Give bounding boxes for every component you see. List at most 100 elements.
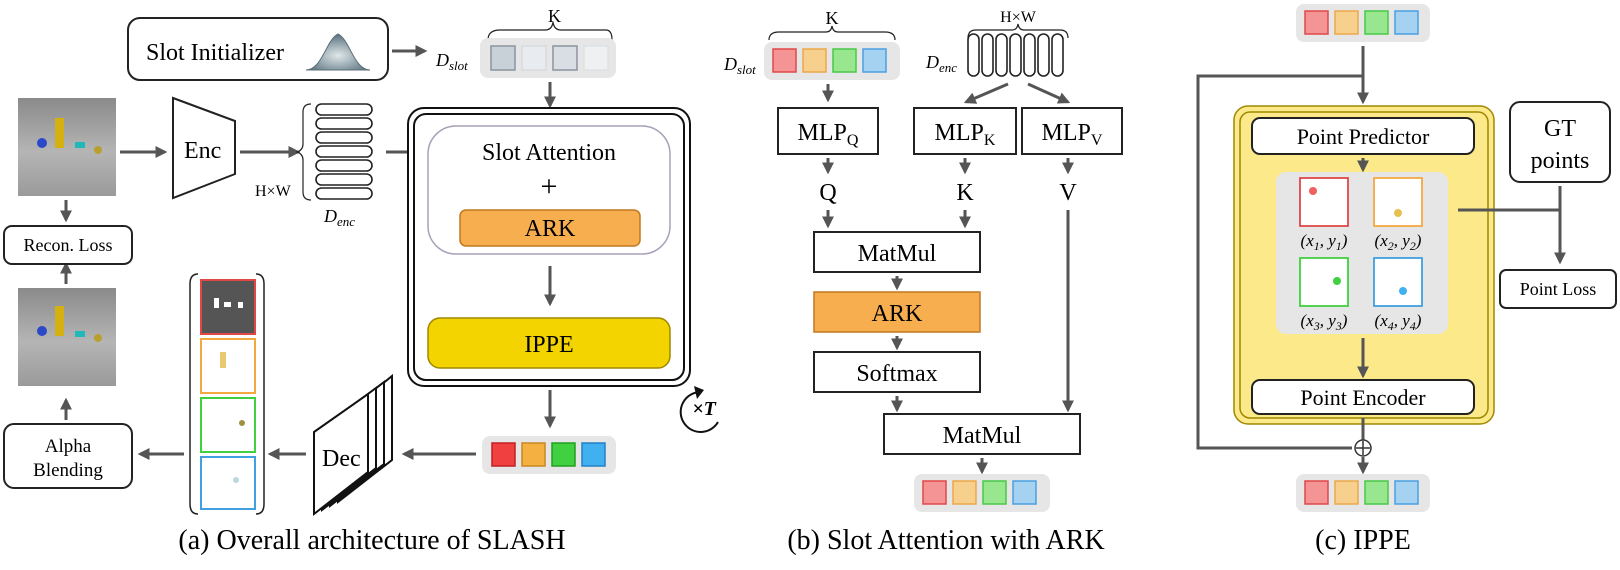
input-slot [772, 48, 797, 73]
v-label: V [1059, 180, 1077, 206]
feature-stack [315, 103, 373, 200]
softmax-label: Softmax [856, 361, 937, 387]
feature-brace [295, 103, 312, 201]
input-slot [1304, 10, 1329, 35]
output-slot [922, 480, 947, 505]
softmax-box [813, 351, 981, 393]
ippe-box-a [427, 317, 671, 369]
matmul-1-box [813, 231, 981, 273]
point-marker [1333, 277, 1341, 285]
decoder-stack [313, 373, 393, 517]
caption-b: (b) Slot Attention with ARK [787, 525, 1104, 556]
alpha-blending-box [3, 423, 133, 489]
input-slot [862, 48, 887, 73]
hw-brace-b [967, 23, 1069, 39]
output-slot [581, 442, 606, 467]
residual-path [1196, 46, 1365, 450]
mask-image [200, 397, 256, 453]
feature-stack-b [967, 33, 1064, 77]
mask-bracket-left [189, 273, 199, 515]
point-predictor-box [1251, 117, 1475, 155]
caption-c: (c) IPPE [1315, 525, 1411, 556]
loop-arrow-icon [679, 391, 719, 433]
point-loss-label: Point Loss [1520, 279, 1597, 299]
mask-highlight [224, 302, 231, 307]
output-slot [1012, 480, 1037, 505]
d-enc-label-b: Denc [925, 52, 957, 75]
q-label: Q [819, 180, 836, 206]
mask-image [200, 456, 256, 510]
output-slot [521, 442, 546, 467]
reconstructed-image [18, 288, 116, 386]
point-cell [1373, 257, 1423, 307]
mask-highlight [233, 477, 239, 483]
mlp-q-label: MLPQ [798, 120, 859, 149]
hw-label-b: H×W [1000, 9, 1037, 26]
ark-label-a: ARK [525, 216, 576, 242]
panel-a: Slot Initializer K Dslot Enc [3, 6, 719, 556]
k-label-b: K [826, 8, 839, 28]
point-cell [1373, 177, 1423, 227]
ark-box-a [459, 209, 641, 247]
matmul-1-label: MatMul [858, 241, 937, 267]
iteration-block-inner [413, 113, 685, 381]
input-slot [1334, 10, 1359, 35]
slot-attention-label: Slot Attention [482, 140, 616, 166]
output-slot [1334, 480, 1359, 505]
output-slot [491, 442, 516, 467]
slot-initializer-label: Slot Initializer [146, 40, 284, 66]
mask-highlight [220, 352, 226, 368]
output-slot [952, 480, 977, 505]
mlp-k-label: MLPK [935, 120, 996, 149]
hw-label-a: H×W [255, 183, 292, 200]
recon-loss-box [3, 225, 133, 265]
point-predictor-label: Point Predictor [1297, 124, 1430, 149]
gt-points-box [1509, 101, 1611, 183]
point-marker [1394, 209, 1402, 217]
encoder-trapezoid [172, 96, 236, 200]
output-slot [1304, 480, 1329, 505]
mlp-v-label: MLPV [1042, 120, 1103, 149]
mask-bracket-right [255, 273, 265, 515]
enc-label: Enc [184, 138, 221, 164]
point-encoder-label: Point Encoder [1300, 385, 1426, 410]
d-slot-label-b: Dslot [723, 54, 756, 77]
mask-highlight [239, 420, 245, 426]
mask-highlight [238, 302, 243, 308]
input-slot [1364, 10, 1389, 35]
mask-image [200, 338, 256, 394]
output-slot [1394, 480, 1419, 505]
slot-placeholder [583, 45, 609, 71]
point-encoder-box [1251, 379, 1475, 415]
caption-a: (a) Overall architecture of SLASH [178, 525, 565, 556]
times-t-label: ×T [692, 398, 716, 420]
k-label-tensor: K [956, 180, 974, 206]
input-slot [832, 48, 857, 73]
panel-b: K Dslot H×W Denc MLPQ MLPK MLPV [723, 8, 1123, 556]
ippe-label-a: IPPE [524, 332, 573, 358]
matmul-2-box [883, 413, 1081, 455]
loop-arrowhead-icon [694, 386, 704, 399]
arrow-features-to-mlpk [963, 82, 1009, 104]
d-slot-label-a: Dslot [435, 50, 468, 73]
input-image [18, 98, 116, 196]
arrow-features-to-mlpv [1027, 82, 1071, 104]
mlp-k-box [913, 107, 1017, 155]
input-slot [802, 48, 827, 73]
k-label-a: K [548, 6, 561, 26]
point-marker [1309, 187, 1317, 195]
point-cell [1299, 177, 1349, 227]
output-slot [1364, 480, 1389, 505]
gt-points-label-line1: GT [1544, 116, 1576, 142]
k-brace-a [487, 21, 613, 41]
gt-points-label-line2: points [1531, 148, 1590, 174]
alpha-blending-label-line2: Blending [33, 460, 103, 481]
k-brace-b [768, 25, 896, 41]
gaussian-bump-icon [305, 33, 371, 71]
slot-placeholder [552, 45, 578, 71]
panel-c: Point Predictor (x1, y1) (x2, y2) (x3, y… [1196, 4, 1617, 556]
matmul-2-label: MatMul [943, 423, 1022, 449]
d-enc-label-a: Denc [323, 206, 355, 229]
mlp-q-box [777, 107, 879, 155]
